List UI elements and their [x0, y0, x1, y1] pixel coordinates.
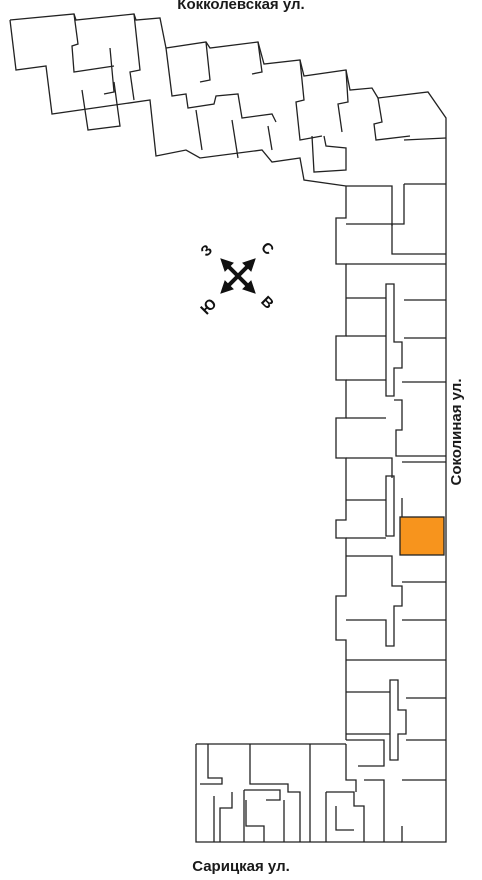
bottom-wing	[195, 739, 402, 843]
street-label-saritskaya: Сарицкая ул.	[192, 858, 290, 875]
compass-west-label: З	[197, 241, 216, 260]
compass-east-label: В	[257, 293, 277, 313]
street-label-kokkolevskaya: Кокколевская ул.	[177, 0, 305, 13]
right-wing	[335, 183, 447, 843]
highlighted-apartment[interactable]	[399, 516, 445, 556]
compass-south-label: Ю	[197, 295, 220, 318]
compass-arrows-icon	[220, 258, 256, 294]
compass: С В Ю З	[197, 239, 277, 318]
compass-north-label: С	[257, 239, 277, 259]
top-wing	[9, 13, 447, 187]
